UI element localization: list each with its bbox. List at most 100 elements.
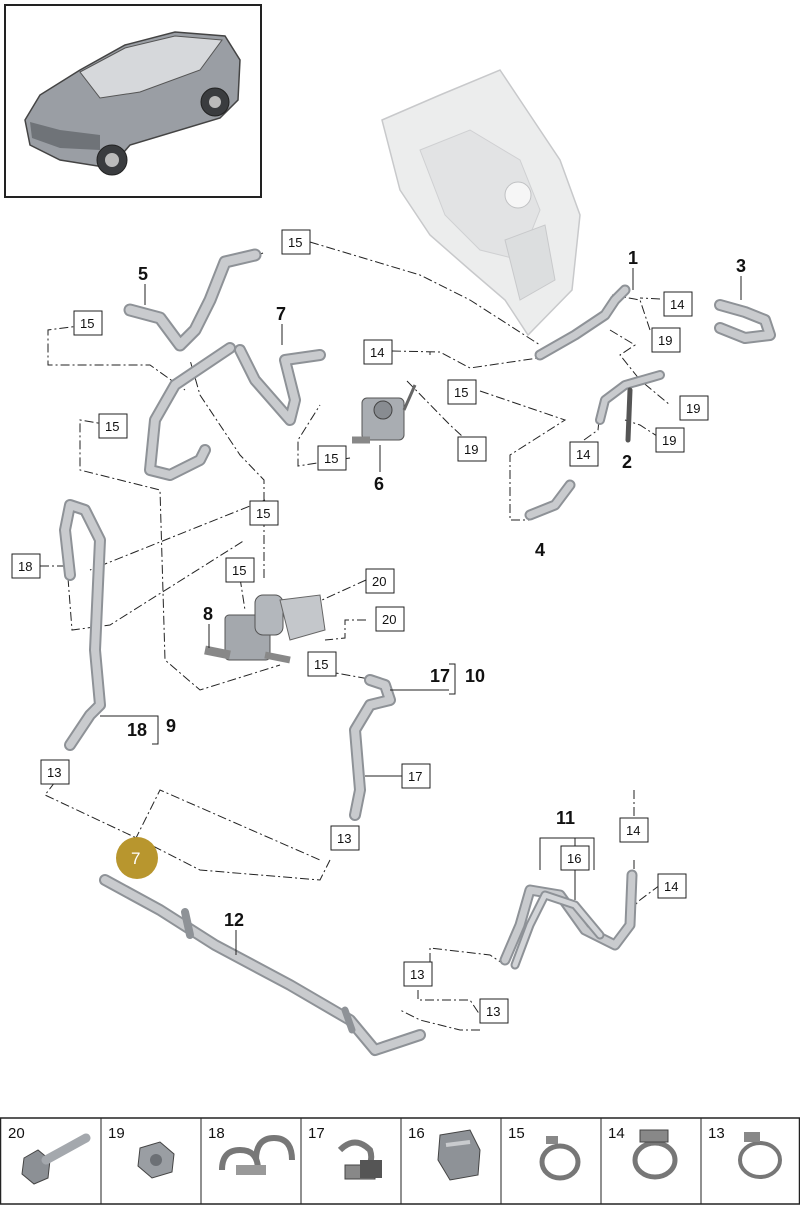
callout-18-9: 18 bbox=[127, 720, 147, 740]
ref-box-13: 13 bbox=[40, 759, 70, 785]
pump-8 bbox=[204, 594, 326, 664]
svg-text:15: 15 bbox=[105, 419, 119, 434]
svg-text:18: 18 bbox=[18, 559, 32, 574]
callout-8: 8 bbox=[203, 604, 213, 624]
ref-box-15: 15 bbox=[307, 651, 337, 677]
callout-12: 12 bbox=[224, 910, 244, 930]
callout-11: 11 bbox=[556, 808, 575, 828]
ref-box-17: 17 bbox=[401, 763, 431, 789]
ref-box-14: 14 bbox=[619, 817, 649, 843]
ref-box-20: 20 bbox=[375, 606, 405, 632]
callout-4: 4 bbox=[535, 540, 545, 560]
ref-box-20: 20 bbox=[365, 568, 395, 594]
ref-box-14: 14 bbox=[569, 441, 599, 467]
ref-box-13: 13 bbox=[403, 961, 433, 987]
svg-text:19: 19 bbox=[686, 401, 700, 416]
svg-text:15: 15 bbox=[288, 235, 302, 250]
vehicle-thumbnail bbox=[4, 4, 262, 198]
nut-icon bbox=[137, 1141, 175, 1179]
legend-item-13: 13 bbox=[708, 1125, 782, 1179]
svg-text:13: 13 bbox=[486, 1004, 500, 1019]
svg-text:15: 15 bbox=[324, 451, 338, 466]
callout-6: 6 bbox=[374, 474, 384, 494]
ref-box-13: 13 bbox=[479, 998, 509, 1024]
ref-box-14: 14 bbox=[663, 291, 693, 317]
svg-text:14: 14 bbox=[370, 345, 384, 360]
svg-text:19: 19 bbox=[108, 1125, 125, 1142]
ref-box-15: 15 bbox=[225, 557, 255, 583]
svg-text:15: 15 bbox=[256, 506, 270, 521]
callout-17-10: 17 bbox=[430, 666, 450, 686]
svg-text:19: 19 bbox=[658, 333, 672, 348]
callout-1: 1 bbox=[628, 248, 638, 268]
svg-text:19: 19 bbox=[662, 433, 676, 448]
svg-text:14: 14 bbox=[670, 297, 684, 312]
ref-box-14: 14 bbox=[657, 873, 687, 899]
hose-group bbox=[59, 248, 776, 1056]
svg-text:20: 20 bbox=[382, 612, 396, 627]
svg-text:15: 15 bbox=[454, 385, 468, 400]
svg-text:13: 13 bbox=[708, 1125, 725, 1142]
ref-box-16: 16 bbox=[560, 845, 590, 871]
bracket-clip-icon bbox=[437, 1129, 481, 1181]
legend-item-16: 16 bbox=[408, 1125, 481, 1181]
callout-numbers: 1 2 3 4 5 6 7 8 9 18 10 17 11 12 bbox=[100, 248, 746, 955]
svg-text:17: 17 bbox=[308, 1125, 325, 1142]
svg-text:15: 15 bbox=[508, 1125, 525, 1142]
svg-text:18: 18 bbox=[208, 1125, 225, 1142]
svg-text:13: 13 bbox=[337, 831, 351, 846]
ref-box-18: 18 bbox=[11, 553, 41, 579]
svg-text:14: 14 bbox=[626, 823, 640, 838]
valve-6 bbox=[352, 384, 417, 444]
svg-text:14: 14 bbox=[664, 879, 678, 894]
double-clip-icon bbox=[219, 1134, 295, 1175]
svg-text:16: 16 bbox=[567, 851, 581, 866]
svg-text:15: 15 bbox=[80, 316, 94, 331]
ref-box-15: 15 bbox=[317, 445, 347, 471]
legend-item-14: 14 bbox=[608, 1125, 678, 1180]
ref-box-15: 15 bbox=[281, 229, 311, 255]
highlight-badge-7: 7 bbox=[116, 837, 158, 879]
ref-box-19: 19 bbox=[457, 436, 487, 462]
svg-text:20: 20 bbox=[372, 574, 386, 589]
legend-item-15: 15 bbox=[508, 1125, 581, 1181]
callout-9: 9 bbox=[166, 716, 176, 736]
svg-text:13: 13 bbox=[410, 967, 424, 982]
reference-boxes: 15 15 15 15 15 15 15 15 14 14 14 14 14 1… bbox=[11, 229, 709, 1024]
svg-text:14: 14 bbox=[608, 1125, 625, 1142]
ref-box-14: 14 bbox=[363, 339, 393, 365]
legend-item-18: 18 bbox=[208, 1125, 295, 1175]
svg-text:15: 15 bbox=[232, 563, 246, 578]
hose-holder-icon bbox=[337, 1139, 382, 1180]
band-clamp-icon bbox=[738, 1132, 782, 1179]
svg-text:14: 14 bbox=[576, 447, 590, 462]
leader-lines bbox=[40, 241, 671, 1031]
legend-strip: 20 19 18 17 bbox=[0, 1117, 800, 1205]
ref-box-15: 15 bbox=[447, 379, 477, 405]
hose-clamp-icon bbox=[632, 1129, 678, 1180]
svg-text:16: 16 bbox=[408, 1125, 425, 1142]
spring-clamp-icon bbox=[539, 1136, 581, 1181]
ref-box-15: 15 bbox=[249, 500, 279, 526]
svg-text:15: 15 bbox=[314, 657, 328, 672]
callout-10: 10 bbox=[465, 666, 485, 686]
ref-box-13: 13 bbox=[330, 825, 360, 851]
svg-text:17: 17 bbox=[408, 769, 422, 784]
callout-5: 5 bbox=[138, 264, 148, 284]
legend-item-17: 17 bbox=[308, 1125, 382, 1180]
body-panel bbox=[381, 69, 581, 337]
legend-item-20: 20 bbox=[8, 1125, 91, 1185]
svg-text:7: 7 bbox=[131, 849, 140, 868]
car-icon bbox=[24, 31, 241, 176]
callout-3: 3 bbox=[736, 256, 746, 276]
ref-box-15: 15 bbox=[73, 310, 103, 336]
callout-2: 2 bbox=[622, 452, 632, 472]
callout-7: 7 bbox=[276, 304, 286, 324]
legend-item-19: 19 bbox=[108, 1125, 175, 1179]
svg-text:20: 20 bbox=[8, 1125, 25, 1142]
bolt-icon bbox=[21, 1133, 91, 1185]
ref-box-19: 19 bbox=[655, 427, 685, 453]
ref-box-15: 15 bbox=[98, 413, 128, 439]
ref-box-19: 19 bbox=[651, 327, 681, 353]
